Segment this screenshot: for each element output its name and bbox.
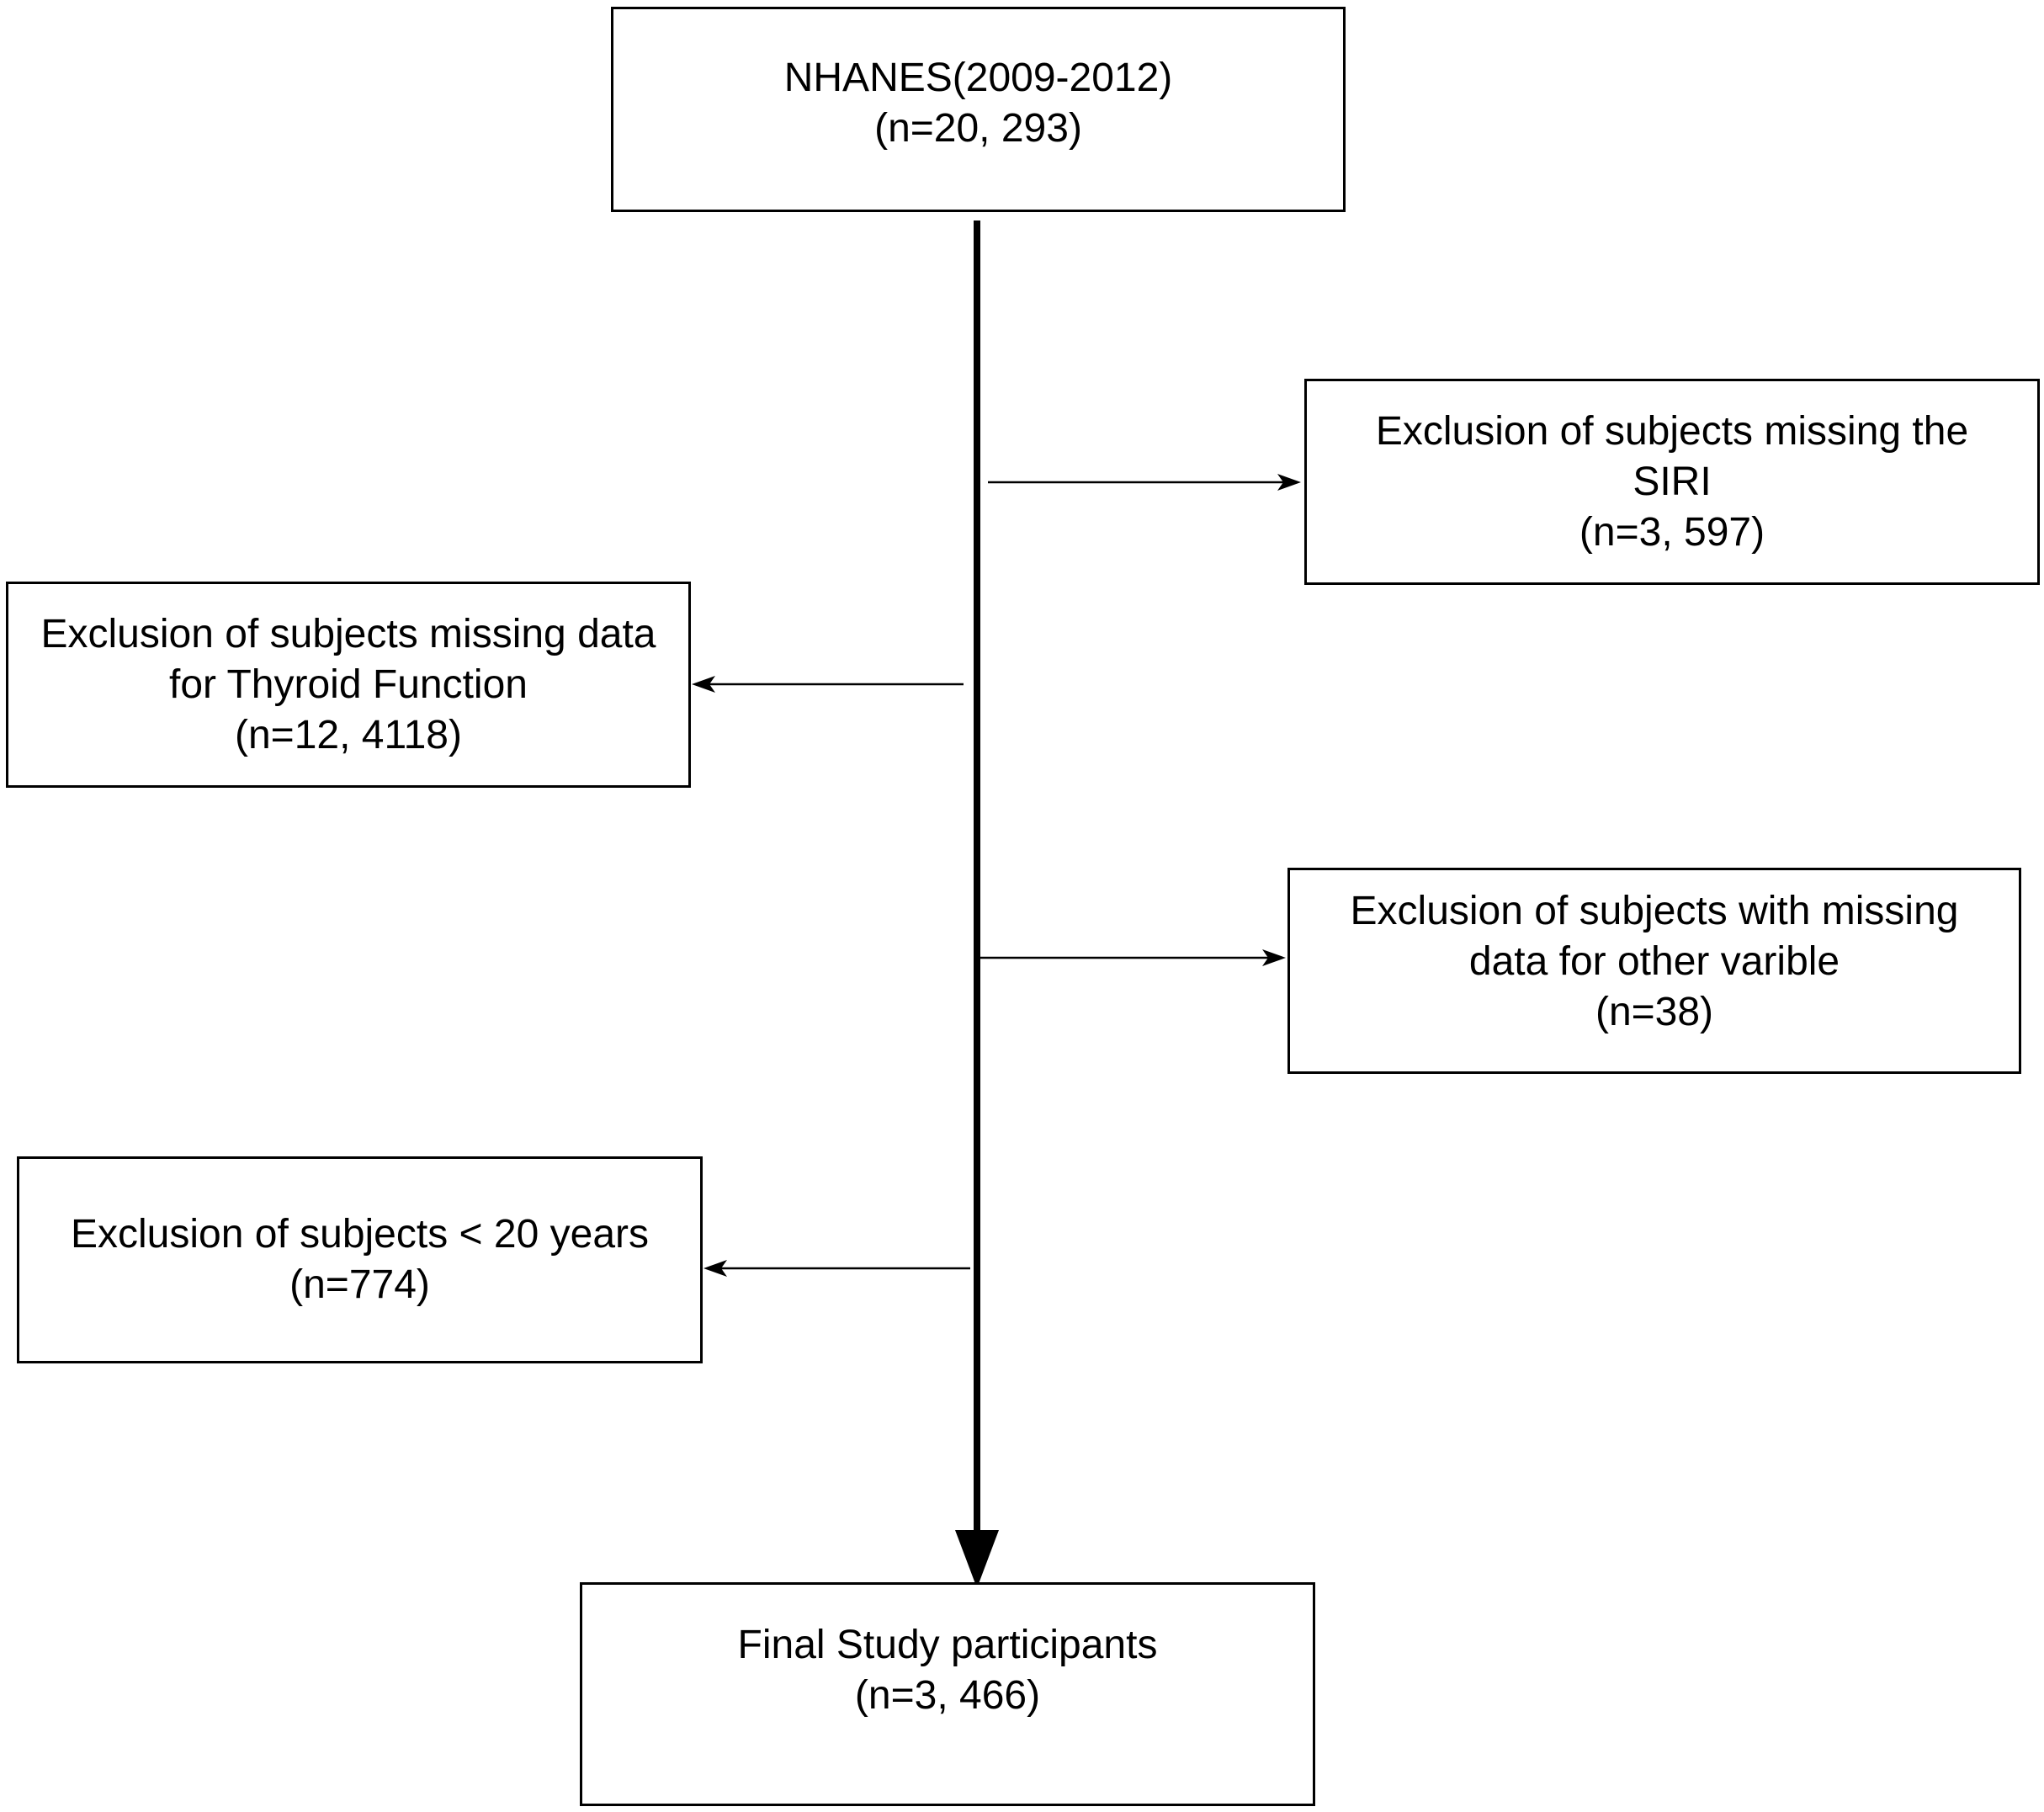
start-title: NHANES(2009-2012) [783, 56, 1173, 100]
branch-arrowhead-age [703, 1260, 727, 1277]
age-exclusion-box: Exclusion of subjects < 20 years (n=774) [17, 1156, 703, 1363]
thyroid-exclusion-box: Exclusion of subjects missing data for T… [6, 582, 691, 788]
final-count: (n=3, 466) [854, 1673, 1041, 1718]
siri-exclusion-text-1: Exclusion of subjects missing the [1375, 408, 1969, 454]
other-variable-exclusion-box: Exclusion of subjects with missing data … [1287, 868, 2021, 1074]
start-box: NHANES(2009-2012) (n=20, 293) [611, 7, 1346, 212]
siri-exclusion-box: Exclusion of subjects missing the SIRI (… [1304, 379, 2040, 585]
thyroid-exclusion-text-2: for Thyroid Function [169, 662, 528, 707]
siri-exclusion-text-2: SIRI [1633, 459, 1712, 504]
main-flow-arrowhead [955, 1530, 999, 1588]
branch-arrowhead-other [1262, 949, 1286, 966]
final-participants-box: Final Study participants (n=3, 466) [580, 1582, 1315, 1806]
branch-arrowhead-siri [1277, 474, 1301, 491]
other-exclusion-text-1: Exclusion of subjects with missing [1350, 889, 1959, 933]
thyroid-exclusion-count: (n=12, 4118) [235, 712, 462, 757]
age-exclusion-count: (n=774) [289, 1262, 430, 1307]
start-count: (n=20, 293) [874, 106, 1082, 151]
thyroid-exclusion-text-1: Exclusion of subjects missing data [40, 611, 656, 656]
other-exclusion-count: (n=38) [1595, 990, 1714, 1034]
siri-exclusion-count: (n=3, 597) [1579, 509, 1765, 555]
final-title: Final Study participants [737, 1623, 1158, 1667]
branch-arrowhead-thyroid [692, 676, 715, 693]
other-exclusion-text-2: data for other varible [1468, 939, 1840, 984]
age-exclusion-text: Exclusion of subjects < 20 years [70, 1212, 650, 1257]
